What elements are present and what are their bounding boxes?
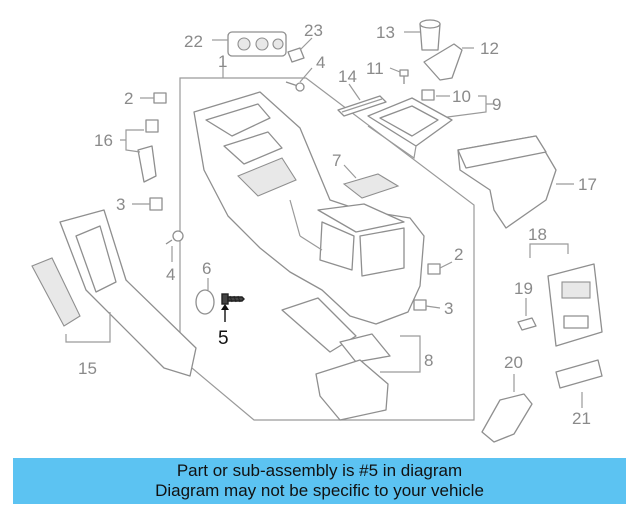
callout-4-left: 4 — [166, 265, 175, 284]
callout-1: 1 — [218, 52, 227, 71]
callout-3-left: 3 — [116, 195, 125, 214]
callout-4-top: 4 — [316, 53, 325, 72]
part-17-armrest — [457, 135, 557, 229]
callout-14: 14 — [338, 67, 357, 86]
banner-line-disclaimer: Diagram may not be specific to your vehi… — [155, 481, 484, 500]
part-1-center-console — [193, 91, 425, 325]
callout-17: 17 — [578, 175, 597, 194]
callout-2-upper: 2 — [124, 89, 133, 108]
callout-11: 11 — [366, 59, 384, 78]
callout-6: 6 — [202, 259, 211, 278]
callout-2-right: 2 — [454, 245, 463, 264]
callout-22: 22 — [184, 32, 203, 51]
callout-3-right: 3 — [444, 299, 453, 318]
part-4-screw-left — [165, 230, 184, 245]
part-22-switch-panel — [227, 31, 287, 57]
part-5-screw-highlighted — [221, 293, 245, 305]
part-12-cover — [423, 43, 463, 81]
part-18-rear-vent — [547, 263, 603, 347]
part-15-grille — [31, 257, 81, 327]
part-2-clip-upper — [153, 92, 167, 104]
part-10-clip — [421, 89, 435, 101]
part-19-clip — [517, 317, 537, 331]
callout-10: 10 — [452, 87, 471, 106]
callout-23: 23 — [304, 21, 323, 40]
callout-19: 19 — [514, 279, 533, 298]
callout-15: 15 — [78, 359, 97, 378]
part-21-vent — [555, 359, 603, 389]
callout-12: 12 — [480, 39, 499, 58]
callout-9: 9 — [492, 95, 501, 114]
part-14-trim-strip — [337, 95, 387, 117]
part-13-cup-insert — [419, 19, 441, 51]
parts-diagram: 22 23 1 4 14 13 11 12 10 9 2 16 7 3 17 1… — [31, 19, 603, 443]
part-20-air-duct — [481, 393, 533, 443]
callout-20: 20 — [504, 353, 523, 372]
callout-18: 18 — [528, 225, 547, 244]
info-banner: Part or sub-assembly is #5 in diagram Di… — [13, 458, 626, 504]
part-9-storage-tray — [367, 97, 453, 160]
part-4-screw-top — [285, 81, 305, 92]
part-15-side-panel — [59, 209, 197, 377]
part-7-rubber-mat — [342, 173, 400, 199]
part-3-clip-right — [413, 299, 427, 311]
callout-21: 21 — [572, 409, 591, 428]
part-23-clip — [287, 47, 305, 63]
part-8-lower-tray — [281, 297, 391, 421]
callout-13: 13 — [376, 23, 395, 42]
callout-8: 8 — [424, 351, 433, 370]
callout-16: 16 — [94, 131, 113, 150]
callout-5: 5 — [218, 328, 229, 349]
banner-line-part-number: Part or sub-assembly is #5 in diagram — [176, 461, 463, 480]
part-16-bracket — [137, 119, 159, 183]
part-6-plug — [195, 289, 215, 315]
part-2-clip-right — [427, 263, 441, 275]
callout-7: 7 — [332, 151, 341, 170]
part-11-bolt — [399, 69, 409, 84]
part-3-clip-left — [149, 197, 163, 211]
